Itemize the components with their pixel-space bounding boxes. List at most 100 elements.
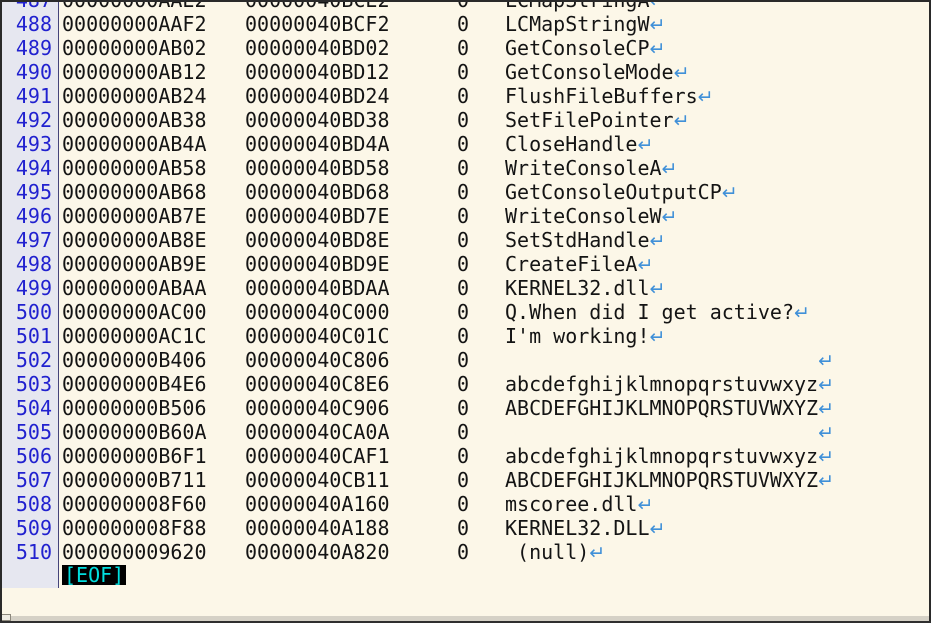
line-number[interactable]: 509 bbox=[15, 516, 52, 540]
line-number[interactable]: 488 bbox=[15, 12, 52, 36]
editor-line: 496 00000000AB7E 00000040BD7E 0 WriteCon… bbox=[0, 204, 931, 228]
field-string: KERNEL32.DLL↵ bbox=[505, 516, 665, 540]
field-string: LCMapStringA↵ bbox=[505, 0, 665, 12]
horizontal-scrollbar[interactable] bbox=[0, 616, 931, 621]
field-address: 00000040C8E6 bbox=[245, 372, 390, 396]
return-arrow-icon: ↵ bbox=[589, 542, 606, 564]
editor-line: 488 00000000AAF2 00000040BCF2 0 LCMapStr… bbox=[0, 12, 931, 36]
line-number[interactable]: 497 bbox=[15, 228, 52, 252]
window-border-top bbox=[0, 0, 931, 2]
string-text: CloseHandle bbox=[505, 132, 638, 156]
string-text: LCMapStringW bbox=[505, 12, 650, 36]
string-text: CreateFileA bbox=[505, 252, 638, 276]
line-number[interactable]: 491 bbox=[15, 84, 52, 108]
field-string: WriteConsoleA↵ bbox=[505, 156, 677, 180]
field-string: SetStdHandle↵ bbox=[505, 228, 665, 252]
field-address: 00000040C806 bbox=[245, 348, 390, 372]
field-address: 00000040BDAA bbox=[245, 276, 390, 300]
string-text: abcdefghijklmnopqrstuvwxyz bbox=[505, 444, 819, 468]
field-offset: 00000000B60A bbox=[62, 420, 207, 444]
field-ordinal: 0 bbox=[457, 60, 470, 84]
field-offset: 00000000B506 bbox=[62, 396, 207, 420]
field-ordinal: 0 bbox=[457, 444, 470, 468]
field-ordinal: 0 bbox=[457, 0, 470, 12]
return-arrow-icon: ↵ bbox=[649, 518, 666, 540]
field-address: 00000040BD58 bbox=[245, 156, 390, 180]
editor-line: 509 000000008F88 00000040A188 0 KERNEL32… bbox=[0, 516, 931, 540]
field-string: CloseHandle↵ bbox=[505, 132, 653, 156]
return-arrow-icon: ↵ bbox=[793, 302, 810, 324]
string-text: ABCDEFGHIJKLMNOPQRSTUVWXYZ bbox=[505, 468, 819, 492]
line-number[interactable]: 502 bbox=[15, 348, 52, 372]
return-arrow-icon: ↵ bbox=[818, 470, 834, 492]
editor-line: 506 00000000B6F1 00000040CAF1 0 abcdefgh… bbox=[0, 444, 931, 468]
line-number[interactable]: 501 bbox=[15, 324, 52, 348]
field-string: I'm working!↵ bbox=[505, 324, 665, 348]
line-number[interactable]: 504 bbox=[15, 396, 52, 420]
line-number[interactable]: 493 bbox=[15, 132, 52, 156]
field-string: FlushFileBuffers↵ bbox=[505, 84, 714, 108]
line-number[interactable]: 506 bbox=[15, 444, 52, 468]
editor-line: 498 00000000AB9E 00000040BD9E 0 CreateFi… bbox=[0, 252, 931, 276]
string-text: LCMapStringA bbox=[505, 0, 650, 12]
field-offset: 00000000AB68 bbox=[62, 180, 207, 204]
string-text: KERNEL32.dll bbox=[505, 276, 650, 300]
field-offset: 00000000AB58 bbox=[62, 156, 207, 180]
line-number[interactable]: 487 bbox=[15, 0, 52, 12]
field-offset: 00000000B406 bbox=[62, 348, 207, 372]
line-number[interactable]: 507 bbox=[15, 468, 52, 492]
return-arrow-icon: ↵ bbox=[661, 206, 678, 228]
string-text: FlushFileBuffers bbox=[505, 84, 698, 108]
line-number[interactable]: 500 bbox=[15, 300, 52, 324]
line-number-gutter[interactable] bbox=[2, 0, 59, 588]
editor-line: 507 00000000B711 00000040CB11 0 ABCDEFGH… bbox=[0, 468, 931, 492]
line-number[interactable]: 505 bbox=[15, 420, 52, 444]
field-string: WriteConsoleW↵ bbox=[505, 204, 677, 228]
line-number[interactable]: 494 bbox=[15, 156, 52, 180]
field-offset: 00000000AB9E bbox=[62, 252, 207, 276]
line-number[interactable]: 503 bbox=[15, 372, 52, 396]
field-ordinal: 0 bbox=[457, 252, 470, 276]
line-number[interactable]: 490 bbox=[15, 60, 52, 84]
field-ordinal: 0 bbox=[457, 204, 470, 228]
return-arrow-icon: ↵ bbox=[673, 110, 690, 132]
editor-line: 497 00000000AB8E 00000040BD8E 0 SetStdHa… bbox=[0, 228, 931, 252]
line-number[interactable]: 508 bbox=[15, 492, 52, 516]
return-arrow-icon: ↵ bbox=[721, 182, 738, 204]
field-string: (null)↵ bbox=[505, 540, 605, 564]
field-ordinal: 0 bbox=[457, 276, 470, 300]
string-text bbox=[505, 420, 818, 444]
editor-line: 502 00000000B406 00000040C806 0 ↵ bbox=[0, 348, 931, 372]
field-address: 00000040A188 bbox=[245, 516, 390, 540]
field-offset: 00000000AAF2 bbox=[62, 12, 207, 36]
line-number[interactable]: 496 bbox=[15, 204, 52, 228]
field-ordinal: 0 bbox=[457, 156, 470, 180]
field-address: 00000040BCE2 bbox=[245, 0, 390, 12]
field-offset: 00000000B6F1 bbox=[62, 444, 207, 468]
string-text: GetConsoleCP bbox=[505, 36, 650, 60]
field-address: 00000040BD7E bbox=[245, 204, 390, 228]
field-offset: 000000008F60 bbox=[62, 492, 207, 516]
line-number[interactable]: 489 bbox=[15, 36, 52, 60]
field-ordinal: 0 bbox=[457, 180, 470, 204]
field-string: LCMapStringW↵ bbox=[505, 12, 665, 36]
line-number[interactable]: 498 bbox=[15, 252, 52, 276]
editor-surface[interactable]: 487 00000000AAE2 00000040BCE2 0 LCMapStr… bbox=[0, 0, 931, 564]
line-number[interactable]: 510 bbox=[15, 540, 52, 564]
field-string: ABCDEFGHIJKLMNOPQRSTUVWXYZ↵ bbox=[505, 468, 834, 492]
field-ordinal: 0 bbox=[457, 228, 470, 252]
field-address: 00000040BD8E bbox=[245, 228, 390, 252]
string-text: ABCDEFGHIJKLMNOPQRSTUVWXYZ bbox=[505, 396, 819, 420]
return-arrow-icon: ↵ bbox=[818, 350, 834, 372]
field-offset: 00000000B4E6 bbox=[62, 372, 207, 396]
editor-line: 490 00000000AB12 00000040BD12 0 GetConso… bbox=[0, 60, 931, 84]
field-offset: 00000000AB24 bbox=[62, 84, 207, 108]
editor-line: 494 00000000AB58 00000040BD58 0 WriteCon… bbox=[0, 156, 931, 180]
line-number[interactable]: 492 bbox=[15, 108, 52, 132]
field-address: 00000040BD12 bbox=[245, 60, 390, 84]
field-ordinal: 0 bbox=[457, 348, 470, 372]
window-border-bottom bbox=[0, 621, 931, 623]
line-number[interactable]: 495 bbox=[15, 180, 52, 204]
line-number[interactable]: 499 bbox=[15, 276, 52, 300]
